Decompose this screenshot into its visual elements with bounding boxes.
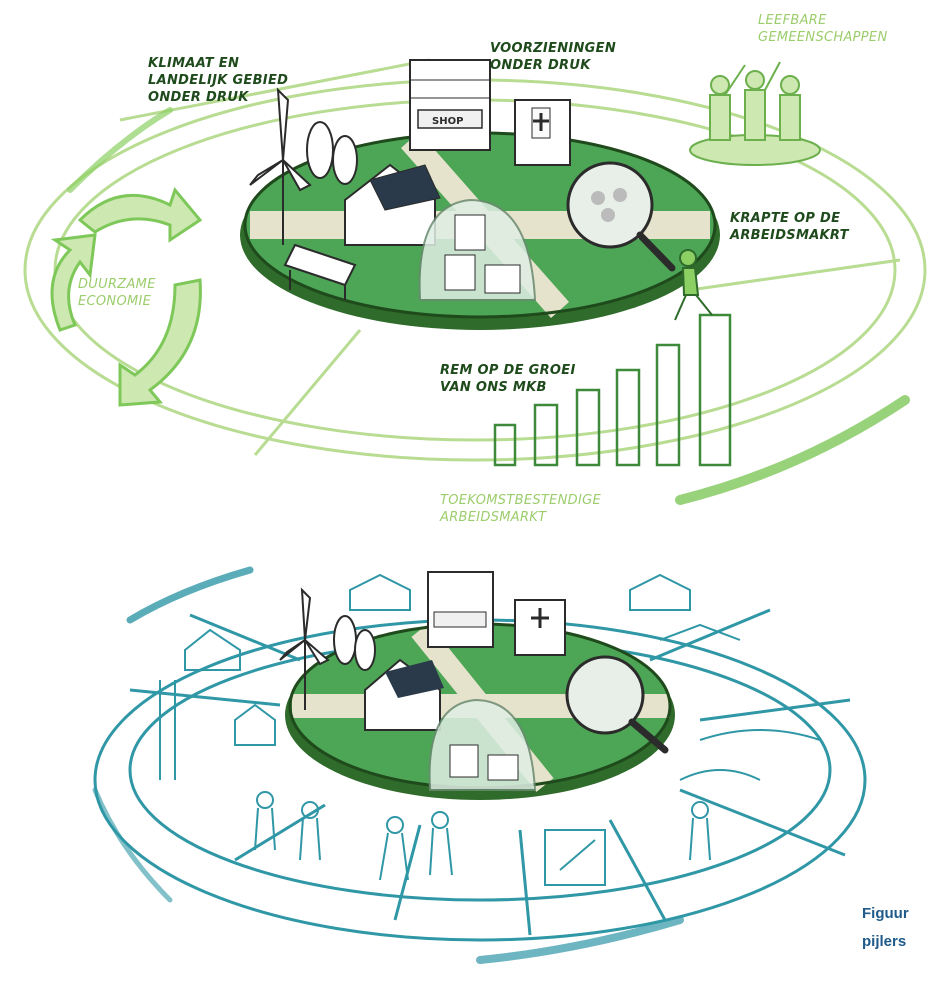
label-klimaat: KLIMAAT EN LANDELIJK GEBIED ONDER DRUK: [148, 56, 289, 105]
top-sweep-stroke: [675, 395, 910, 505]
teal-sketches: [159, 573, 821, 886]
trees: [306, 121, 358, 185]
label-krapte: KRAPTE OP DE ARBEIDSMAKRT: [730, 211, 849, 243]
bottom-magnifier: [565, 655, 669, 754]
circular-arrows: [50, 186, 203, 407]
label-toekomst: TOEKOMSTBESTENDIGE ARBEIDSMARKT: [440, 493, 601, 525]
bottom-shop: [427, 571, 494, 648]
bottom-hospital: [514, 599, 566, 656]
bottom-trees: [333, 615, 376, 671]
house-solar: [344, 163, 441, 246]
community-group: [689, 61, 821, 166]
climbing-person: [674, 249, 713, 321]
bench: [283, 243, 357, 300]
bottom-sweep-stroke-3: [92, 787, 173, 903]
label-leefbare: LEEFBARE GEMEENSCHAPPEN: [758, 13, 888, 45]
figure-caption: Figuur pijlers: [862, 905, 909, 950]
shop-building: [409, 59, 491, 151]
top-sweep-stroke-2: [67, 107, 173, 193]
bottom-sweep-stroke-2: [476, 916, 684, 964]
wind-turbine: [249, 87, 312, 245]
glass-dome: [418, 198, 537, 301]
hospital-building: [514, 99, 571, 166]
label-voorzieningen: VOORZIENINGEN ONDER DRUK: [490, 41, 617, 73]
shop-sign: SHOP: [432, 116, 463, 127]
label-duurzame: DUURZAME ECONOMIE: [78, 277, 156, 309]
bottom-sweep-stroke: [126, 566, 254, 624]
bar-chart-sketch: [493, 313, 732, 467]
bottom-turbine: [279, 587, 330, 710]
label-rem: REM OP DE GROEI VAN ONS MKB: [440, 363, 576, 395]
bottom-dome: [428, 698, 537, 791]
bottom-house: [364, 658, 444, 731]
magnifier: [566, 161, 676, 272]
